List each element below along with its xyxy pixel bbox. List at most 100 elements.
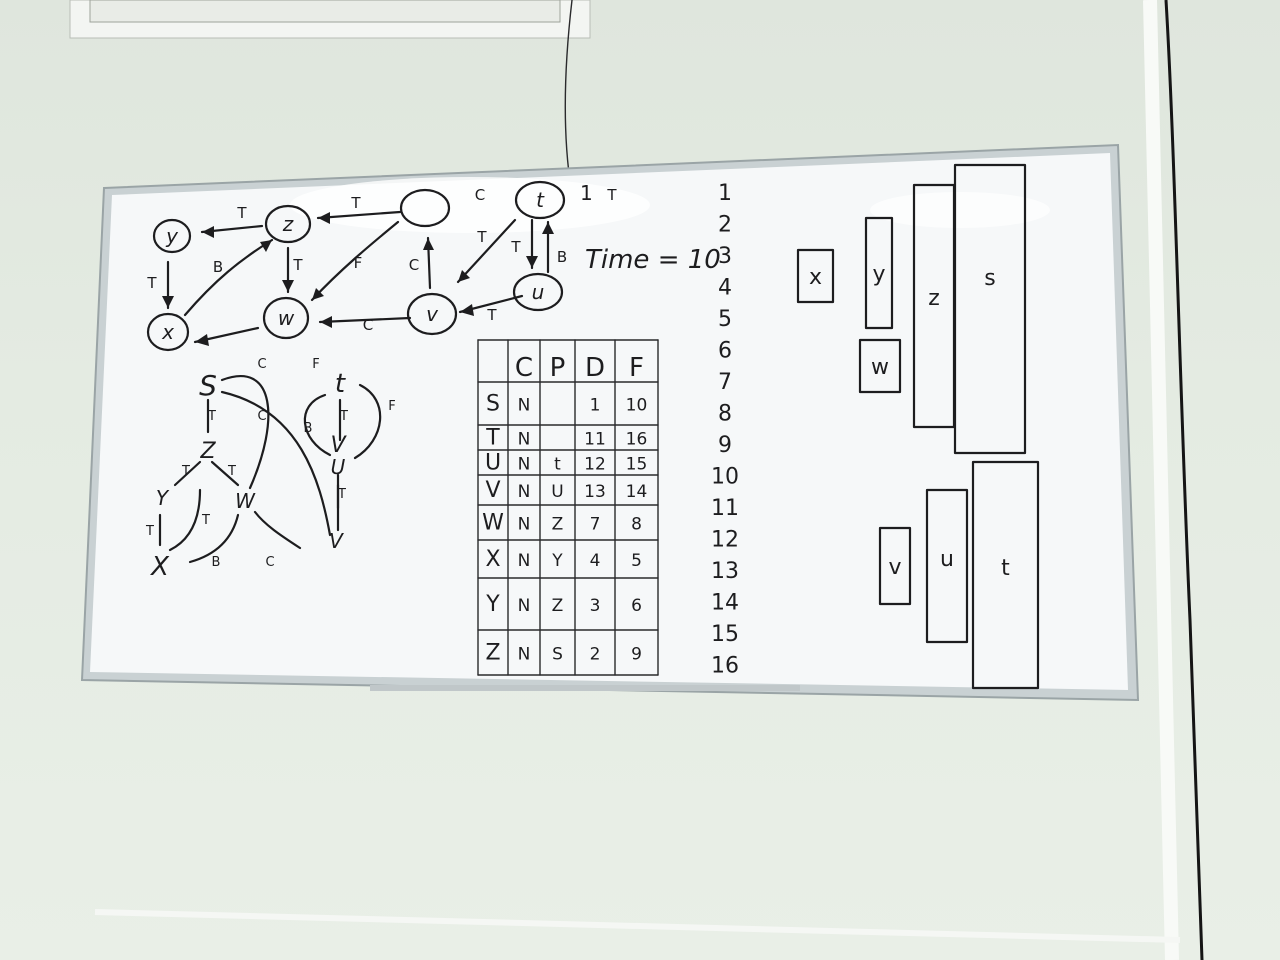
graph-edge-label: T: [606, 186, 617, 204]
table-cell: Y: [485, 592, 500, 617]
node-y-circle: [152, 218, 192, 254]
graph-edges: [162, 210, 554, 346]
table-cell: 11: [584, 430, 606, 450]
forest-edge-label: T: [145, 524, 154, 539]
interval-w-box: [858, 338, 902, 394]
timeline-number: 15: [711, 622, 739, 647]
forest-node-label: t: [335, 369, 346, 399]
graph-edge-label: T: [146, 274, 157, 292]
graph-edge-label: T: [510, 238, 521, 256]
table-cell: V: [485, 478, 500, 503]
forest-node-label: V: [330, 433, 347, 458]
timeline-number: 1: [718, 181, 732, 206]
table-cell: 7: [590, 515, 601, 535]
table-cell: N: [518, 455, 531, 475]
graph-edge-label: C: [409, 256, 419, 274]
graph-edge-label: C: [475, 186, 485, 204]
table-cell: N: [518, 430, 531, 450]
graph-edge-label: B: [213, 258, 223, 276]
whiteboard-surface: [90, 153, 1128, 690]
forest-node-label: X: [149, 552, 170, 582]
table-header: F: [629, 353, 644, 383]
interval-y-label: y: [872, 262, 885, 287]
table-cell: 15: [626, 455, 648, 475]
table-cell: 13: [584, 482, 606, 502]
table-cell: 5: [631, 551, 642, 571]
wall-trim-bottom: [94, 909, 1181, 943]
forest-edge-label: B: [212, 555, 221, 570]
node-t-circle: [514, 180, 566, 220]
table-cell: 3: [590, 596, 601, 616]
interval-t-box: [971, 460, 1040, 690]
time-label: Time = 10: [585, 245, 721, 275]
table-cell: 14: [626, 482, 648, 502]
forest-node-label: Y: [156, 486, 170, 510]
table-cell: S: [486, 392, 500, 417]
table-cell: t: [554, 455, 561, 475]
timeline-number: 5: [718, 307, 732, 332]
table-cell: 1: [590, 396, 601, 416]
glare-2: [870, 192, 1050, 228]
interval-x-label: x: [809, 265, 822, 290]
interval-s-label: s: [984, 266, 995, 291]
node-w-circle: [262, 296, 310, 340]
table-cell: Z: [552, 515, 564, 535]
timeline-number: 14: [711, 591, 739, 616]
table-cell: N: [518, 596, 531, 616]
wall-cable-right: [1164, 0, 1204, 960]
timeline-number: 7: [718, 370, 732, 395]
node-y-label: y: [165, 224, 179, 248]
table-cell: S: [552, 645, 563, 665]
timeline-number: 13: [711, 559, 739, 584]
interval-u-box: [925, 488, 969, 644]
forest-edge-label: C: [257, 357, 266, 372]
table-cell: N: [518, 551, 531, 571]
timeline-number: 16: [711, 654, 739, 679]
timeline-number: 6: [718, 339, 732, 364]
table-cell: W: [482, 511, 504, 536]
forest-edge-label: B: [304, 421, 313, 436]
table-header: P: [550, 353, 566, 383]
interval-s-box: [953, 163, 1027, 455]
table-cell: T: [485, 426, 500, 451]
graph-edge-label: F: [354, 254, 363, 272]
table-cell: X: [485, 547, 500, 572]
timeline-number: 12: [711, 528, 739, 553]
table-cell: 16: [626, 430, 648, 450]
node-s-circle: [399, 188, 451, 228]
node-t-label: t: [536, 188, 545, 212]
glare-1: [290, 177, 650, 233]
graph-edge-label: C: [363, 316, 373, 334]
forest-edge-label: F: [312, 357, 319, 372]
forest-node-label: S: [199, 369, 217, 402]
graph-edge-label: T: [476, 228, 487, 246]
node-w-label: w: [278, 306, 295, 330]
table-cell: Z: [485, 641, 500, 666]
table-cell: 10: [626, 396, 648, 416]
node-x-label: x: [161, 320, 174, 344]
table-cell: U: [485, 451, 501, 476]
forest-edge-label: T: [201, 513, 210, 528]
graph-edge-label: T: [292, 256, 303, 274]
table-cell: N: [518, 645, 531, 665]
table-cell: N: [518, 482, 531, 502]
forest-edges: [158, 375, 382, 564]
node-z-label: z: [282, 212, 294, 236]
graph-edge-label: T: [486, 306, 497, 324]
node-v-label: v: [426, 302, 439, 326]
timeline-number: 11: [711, 496, 739, 521]
wall-vent-inner: [89, 0, 561, 23]
forest-edge-label: T: [337, 487, 346, 502]
graph-edge-label: T: [236, 204, 247, 222]
forest-edge-label: T: [207, 409, 216, 424]
table-header: D: [585, 353, 605, 383]
graph-edge-label: T: [350, 194, 361, 212]
t-marker: 1: [580, 181, 593, 205]
